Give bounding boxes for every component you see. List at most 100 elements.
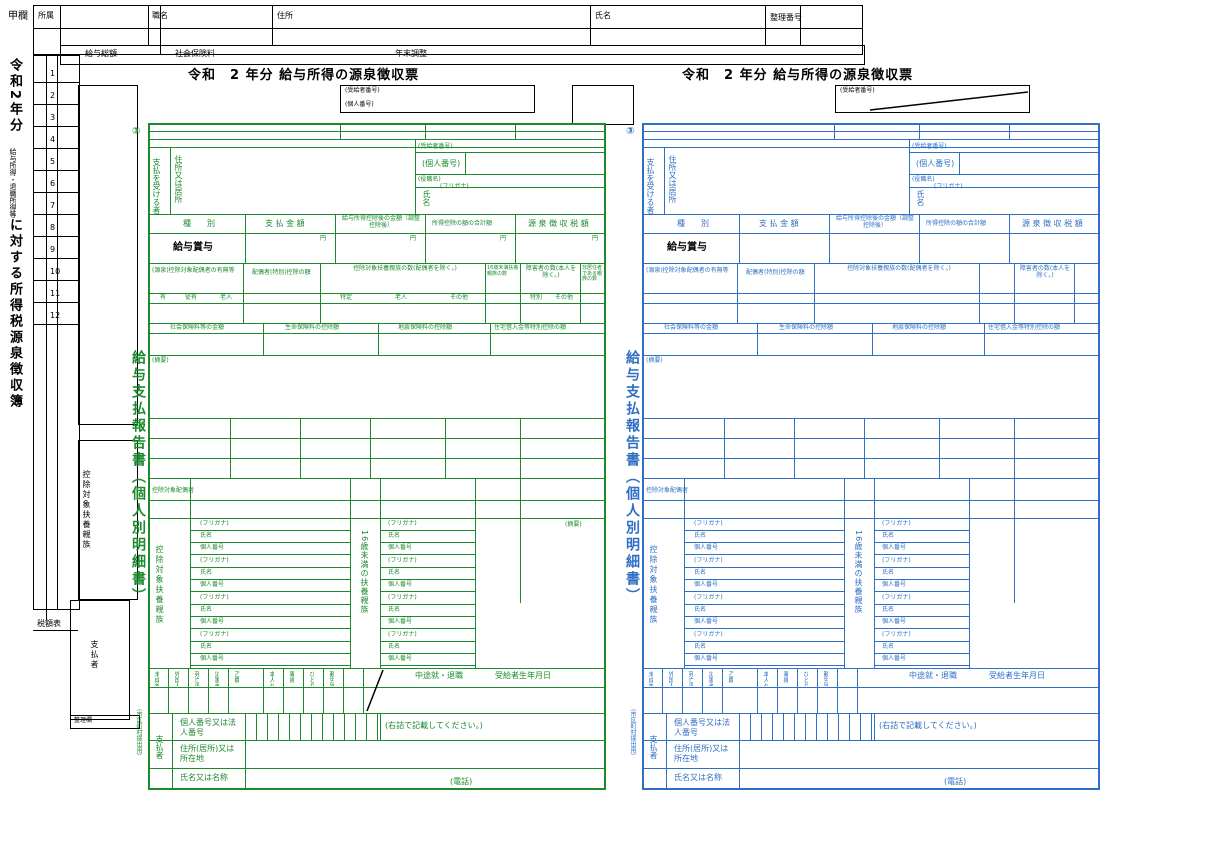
green-attr-0: 未成年者 (153, 671, 159, 686)
green-dep-2-1: 氏名 (200, 606, 213, 613)
blue-dep-0-2: 個人番号 (694, 544, 719, 551)
register-month-1: 1 (50, 69, 56, 78)
blue-dep-3-1: 氏名 (694, 643, 707, 650)
blue-recipient-label: 支払を受ける者 (646, 158, 655, 214)
blue-dep16-2-0: (フリガナ) (882, 594, 911, 601)
green-vertical-label: 給与支払報告書（個人別明細書） (130, 350, 146, 605)
green-dep-1-0: (フリガナ) (200, 557, 229, 564)
blue-slip-title: 令和 2 年分 給与所得の源泉徴収票 (682, 68, 914, 83)
green-header-personal-no: (個人番号) (345, 101, 374, 108)
green-header-receiver-no: (受給者番号) (345, 87, 380, 94)
blue-name-label: 氏名 (916, 190, 925, 206)
register-cell-number: 整理番号 (770, 13, 802, 22)
green-row2-sub-special: 特別 (530, 294, 543, 301)
green-attr-6: 寡婦 (288, 671, 294, 683)
green-unit-yen-3: 円 (500, 235, 507, 242)
register-cell-name: 氏名 (595, 11, 611, 20)
blue-receiver-no-label: (受給者番号) (912, 143, 947, 150)
blue-attr-5: 本人が障害者 (762, 671, 768, 686)
blue-attr-6: 寡婦 (782, 671, 788, 683)
blue-row2-dependents: 控除対象扶養親族の数(配偶者を除く。) (847, 265, 951, 272)
green-dep16-3-1: 氏名 (388, 643, 401, 650)
green-receiver-no-label: (受給者番号) (418, 143, 453, 150)
green-row2-disabled: 障害者の数(本人を除く。) (525, 265, 577, 279)
blue-header-receiver-no: (受給者番号) (840, 87, 875, 94)
blue-personal-no-label: (個人番号) (916, 159, 955, 168)
register-dependents-label: 控除対象扶養親族 (82, 470, 91, 550)
green-dep-2-2: 個人番号 (200, 618, 225, 625)
register-side-title-2: に対する所得税源泉徴収簿 (7, 218, 22, 410)
green-dep16-3-2: 個人番号 (388, 655, 413, 662)
green-payer-tel-label: (電話) (450, 777, 473, 786)
green-personal-no-label: (個人番号) (422, 159, 461, 168)
green-col-after-deduction: 給与所得控除後の金額（調整控除後） (341, 215, 420, 229)
green-attr-7: ひとり親 (308, 671, 314, 686)
green-dep-1-1: 氏名 (200, 569, 213, 576)
green-furigana-label: (フリガナ) (440, 183, 469, 190)
blue-payer-label: 支払者 (649, 735, 658, 759)
green-row2-spouse: (源泉)控除対象配偶者の有無等 (152, 267, 235, 274)
green-address-label: 住所又は居所 (174, 155, 183, 203)
blue-payer-name-label: 氏名又は名称 (674, 773, 722, 782)
green-row2-sub-have: 有 (160, 294, 167, 301)
blue-dep-1-2: 個人番号 (694, 581, 719, 588)
green-remarks-small: (摘要) (565, 521, 582, 528)
green-attr-2: 死亡退職 (193, 671, 199, 686)
register-cell-insurance: 社会保険料 (175, 49, 215, 58)
blue-furigana-label: (フリガナ) (934, 183, 963, 190)
green-row2-under16: 16歳未満扶養親族の数 (487, 265, 519, 277)
blue-row3-social: 社会保険料等の金額 (664, 324, 719, 331)
green-kind-value: 給与賞与 (173, 242, 213, 253)
blue-attr-3: 災害者 (707, 671, 713, 686)
green-unit-yen-1: 円 (320, 235, 327, 242)
green-payer-label: 支払者 (155, 735, 164, 759)
green-dep16-3-0: (フリガナ) (388, 631, 417, 638)
blue-kind-value: 給与賞与 (667, 242, 707, 253)
green-dep-2-0: (フリガナ) (200, 594, 229, 601)
register-side-subtitle: 給与所得・退職所得等の所得税源泉徴収簿 (9, 148, 16, 218)
register-month-7: 7 (50, 201, 56, 210)
register-remarks-label: 整理欄 (74, 717, 93, 724)
register-month-2: 2 (50, 91, 56, 100)
blue-attr-0: 未成年者 (647, 671, 653, 686)
register-month-10: 10 (50, 267, 61, 276)
register-top-strip (33, 5, 863, 55)
green-col-kind: 種 別 (183, 219, 215, 228)
green-dep-spouse-label: 控除対象配偶者 (152, 487, 195, 494)
green-dep16-1-2: 個人番号 (388, 581, 413, 588)
green-payer-address-label: 住所(居所)又は所在地 (180, 744, 235, 763)
blue-payer-no-note: (右詰で記載してください。) (879, 721, 977, 730)
blue-dep-1-1: 氏名 (694, 569, 707, 576)
green-row3-earthquake: 地震保険料の控除額 (398, 324, 453, 331)
green-dep16-1-0: (フリガナ) (388, 557, 417, 564)
blue-dep-2-1: 氏名 (694, 606, 707, 613)
green-row2-sub-elderly: 老人 (220, 294, 233, 301)
green-dep-3-2: 個人番号 (200, 655, 225, 662)
blue-payer-address-label: 住所(居所)又は所在地 (674, 744, 729, 763)
blue-header-number-box (835, 85, 1030, 113)
blue-col-paid: 支 払 金 額 (759, 219, 799, 228)
blue-position-label: (役職名) (912, 176, 935, 183)
blue-circle-number: ③ (626, 126, 635, 137)
blue-dep-0-1: 氏名 (694, 532, 707, 539)
green-payer-no-note: (右詰で記載してください。) (385, 721, 483, 730)
blue-dep16-0-0: (フリガナ) (882, 520, 911, 527)
blue-dep16-1-2: 個人番号 (882, 581, 907, 588)
green-birthdate-label: 受給者生年月日 (495, 671, 551, 680)
blue-dep16-2-2: 個人番号 (882, 618, 907, 625)
blue-attr-1: 外国人 (667, 671, 673, 686)
register-bottom-label-1: 税額表 (37, 619, 61, 628)
green-dep16-2-0: (フリガナ) (388, 594, 417, 601)
green-row2-spouse-deduction: 配偶者(特別)控除の額 (252, 269, 311, 276)
green-header-number-box (340, 85, 535, 113)
register-month-9: 9 (50, 245, 56, 254)
green-attr-8: 勤労学生 (328, 671, 334, 686)
green-remarks-label: (摘要) (152, 357, 169, 364)
blue-row3-housing: 住宅借入金等特別控除の額 (988, 324, 1061, 331)
blue-bottom-side-label: （市区町村提出用） (629, 705, 636, 759)
blue-dep16-3-2: 個人番号 (882, 655, 907, 662)
green-payer-no-label: 個人番号又は法人番号 (180, 718, 236, 737)
green-dep-children-label: 控除対象扶養親族 (155, 545, 164, 625)
blue-dep16-3-1: 氏名 (882, 643, 895, 650)
register-month-12: 12 (50, 311, 61, 320)
